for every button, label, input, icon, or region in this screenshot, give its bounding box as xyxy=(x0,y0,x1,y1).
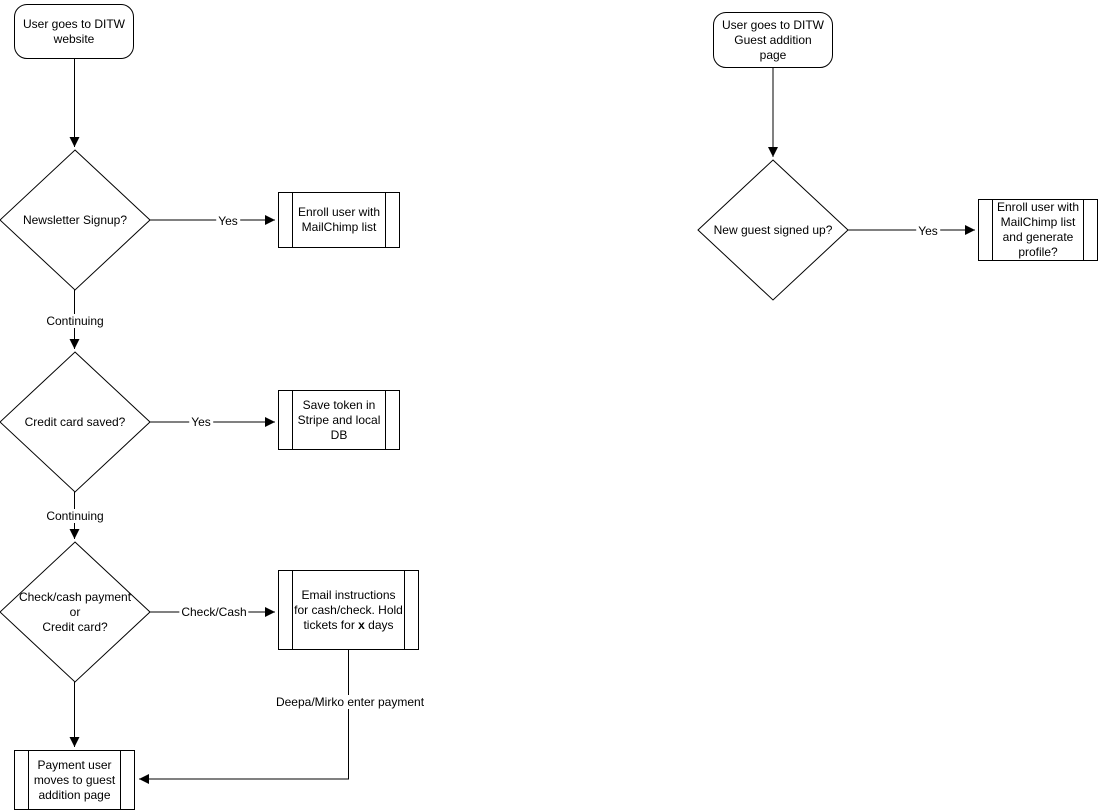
connector-email-to-payment-user xyxy=(139,650,349,784)
process-email-instructions-label: Email instructions for cash/check. Hold … xyxy=(279,586,418,635)
decision-payment-method-label: Check/cash payment or Credit card? xyxy=(0,542,150,682)
process-stripe-right xyxy=(120,751,121,809)
process-stripe-right xyxy=(404,571,405,649)
terminator-label: User goes to DITW website xyxy=(22,16,126,46)
decision-new-guest-shape xyxy=(697,159,849,301)
decision-new-guest-label: New guest signed up? xyxy=(698,160,848,300)
process-stripe-right xyxy=(1083,200,1084,260)
edge-label-yes-credit: Yes xyxy=(189,415,213,429)
edge-label-deepa-mirko: Deepa/Mirko enter payment xyxy=(273,695,427,709)
terminator-user-goes-ditw-website: User goes to DITW website xyxy=(14,4,134,59)
decision-payment-line2: or xyxy=(69,604,81,619)
process-save-token: Save token in Stripe and local DB xyxy=(278,390,400,450)
email-text-part1: Email instructions for cash/check. Hold … xyxy=(294,587,403,632)
process-stripe-left xyxy=(992,200,993,260)
edge-label-continuing-2: Continuing xyxy=(44,509,106,523)
process-stripe-right xyxy=(385,193,386,247)
process-email-instructions: Email instructions for cash/check. Hold … xyxy=(278,570,419,650)
process-enroll-mailchimp-label: Enroll user with MailChimp list xyxy=(297,205,381,234)
decision-payment-line1: Check/cash payment xyxy=(18,589,132,604)
decision-newsletter-text: Newsletter Signup? xyxy=(22,212,128,227)
decision-payment-method-text: Check/cash payment or Credit card? xyxy=(19,590,131,635)
process-stripe-left xyxy=(292,193,293,247)
process-stripe-left xyxy=(292,571,293,649)
process-stripe-left xyxy=(28,751,29,809)
edge-label-continuing-1: Continuing xyxy=(44,314,106,328)
email-text-part2: days xyxy=(364,617,394,632)
decision-newsletter-label: Newsletter Signup? xyxy=(0,150,150,290)
edge-label-yes-new-guest: Yes xyxy=(916,224,940,238)
edge-label-yes-newsletter: Yes xyxy=(216,214,240,228)
decision-payment-line3: Credit card? xyxy=(42,619,108,634)
process-enroll-mailchimp: Enroll user with MailChimp list xyxy=(278,192,400,248)
process-enroll-generate-profile: Enroll user with MailChimp list and gene… xyxy=(978,199,1098,261)
decision-credit-card-shape xyxy=(0,351,151,493)
terminator-guest-label: User goes to DITW Guest addition page xyxy=(721,17,825,62)
decision-credit-card-text: Credit card saved? xyxy=(24,414,126,429)
process-stripe-right xyxy=(385,391,386,449)
terminator-user-goes-guest-page: User goes to DITW Guest addition page xyxy=(713,12,833,68)
process-payment-user-label: Payment user moves to guest addition pag… xyxy=(33,757,116,802)
process-enroll-generate-label: Enroll user with MailChimp list and gene… xyxy=(996,200,1080,259)
process-stripe-left xyxy=(292,391,293,449)
decision-new-guest-text: New guest signed up? xyxy=(713,222,833,237)
decision-payment-method-shape xyxy=(0,541,151,683)
decision-credit-card-label: Credit card saved? xyxy=(0,352,150,492)
decision-newsletter-shape xyxy=(0,149,151,291)
email-text-bold-x: x xyxy=(358,617,365,632)
process-save-token-label: Save token in Stripe and local DB xyxy=(297,397,381,442)
edge-label-check-cash: Check/Cash xyxy=(179,605,249,619)
process-payment-user-moves: Payment user moves to guest addition pag… xyxy=(14,750,135,810)
